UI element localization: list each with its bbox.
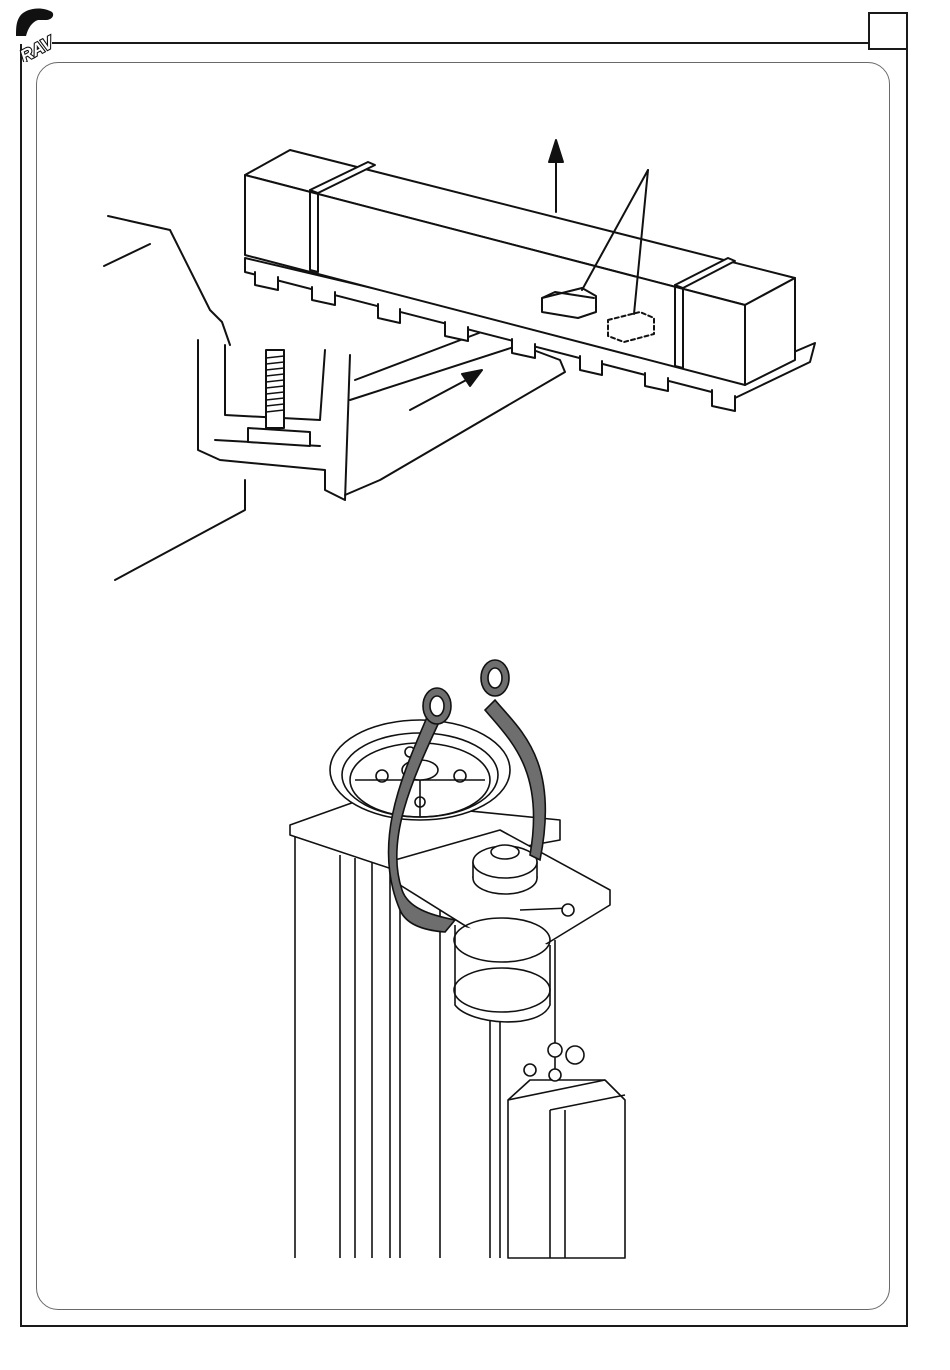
pallet-forklift-illustration bbox=[0, 0, 950, 620]
column-lifting-strap-illustration bbox=[0, 640, 950, 1280]
